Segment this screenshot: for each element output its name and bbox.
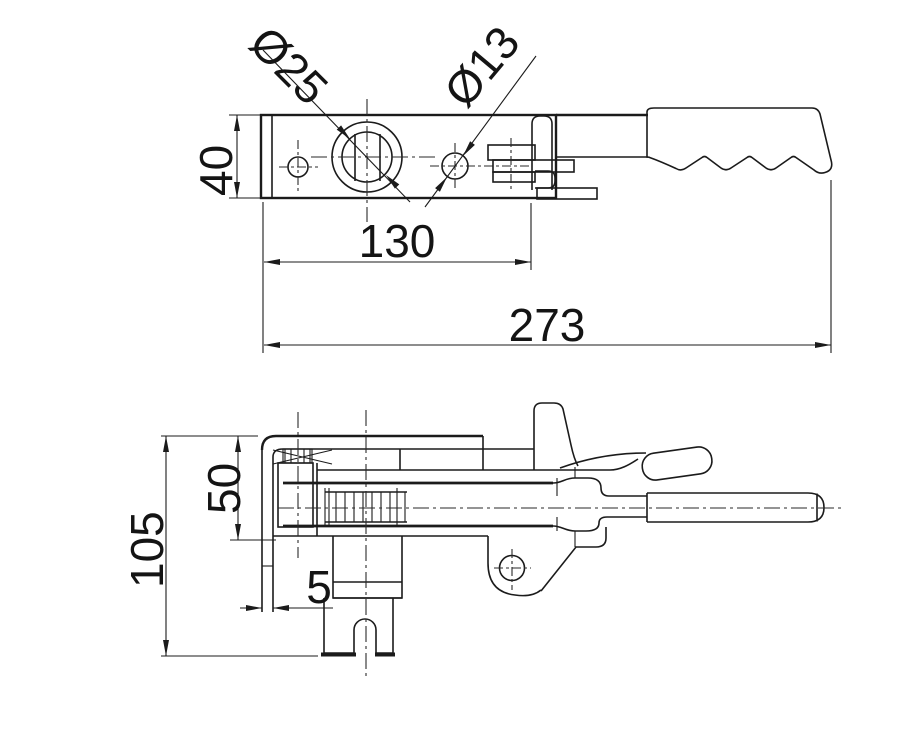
dim-label-hole-spacing: 130 xyxy=(359,215,436,267)
dim-label-overall-length: 273 xyxy=(509,299,586,351)
fork xyxy=(323,598,394,654)
mounting-plate xyxy=(259,113,558,200)
mount-box xyxy=(332,536,403,599)
dim-hole-diameter-small: Ø13 xyxy=(424,16,537,208)
dimension-annotations: 40 Ø25 Ø13 130 xyxy=(121,16,832,657)
dim-plate-thickness: 5 xyxy=(240,561,333,613)
latch-bar-low xyxy=(492,171,536,183)
dim-plate-width: 40 xyxy=(190,114,261,199)
dim-label-overall-height: 105 xyxy=(121,511,173,588)
stop-tab xyxy=(533,402,579,470)
dim-label-plate-width: 40 xyxy=(190,145,242,196)
clevis-upper xyxy=(575,477,647,497)
lever-knob xyxy=(641,446,713,481)
spool-end xyxy=(277,462,314,528)
release-lever xyxy=(559,446,713,481)
dim-label-body-height: 50 xyxy=(198,463,250,514)
handle-top-view xyxy=(555,107,833,198)
top-view xyxy=(259,99,833,222)
lever-arm xyxy=(559,452,647,469)
side-view xyxy=(260,402,845,676)
dim-overall-height: 105 xyxy=(121,435,318,657)
dim-overall-length: 273 xyxy=(264,180,832,353)
dim-label-plate-thickness: 5 xyxy=(306,561,332,613)
winch-body xyxy=(273,402,647,592)
pawl-spring-detail xyxy=(272,448,333,465)
dim-body-height: 50 xyxy=(198,436,276,541)
mounting-bracket xyxy=(260,434,534,612)
handle-grip xyxy=(646,107,833,174)
latch-assembly xyxy=(487,115,598,200)
dim-hole-spacing: 130 xyxy=(262,202,532,353)
pivot-lug xyxy=(487,536,542,597)
hub-bottom xyxy=(540,527,607,592)
center-boss-hole xyxy=(311,99,436,222)
clevis-lower xyxy=(575,516,647,532)
small-mounting-hole xyxy=(279,140,318,194)
body-upper-line xyxy=(317,458,639,471)
dim-label-hole-diameter-large: Ø25 xyxy=(240,16,338,114)
pin-hole xyxy=(430,143,532,190)
center-mount xyxy=(321,536,403,657)
latch-lower-plate xyxy=(536,187,598,200)
dim-label-hole-diameter-small: Ø13 xyxy=(434,16,530,116)
pivot-housing-tab xyxy=(531,115,553,190)
